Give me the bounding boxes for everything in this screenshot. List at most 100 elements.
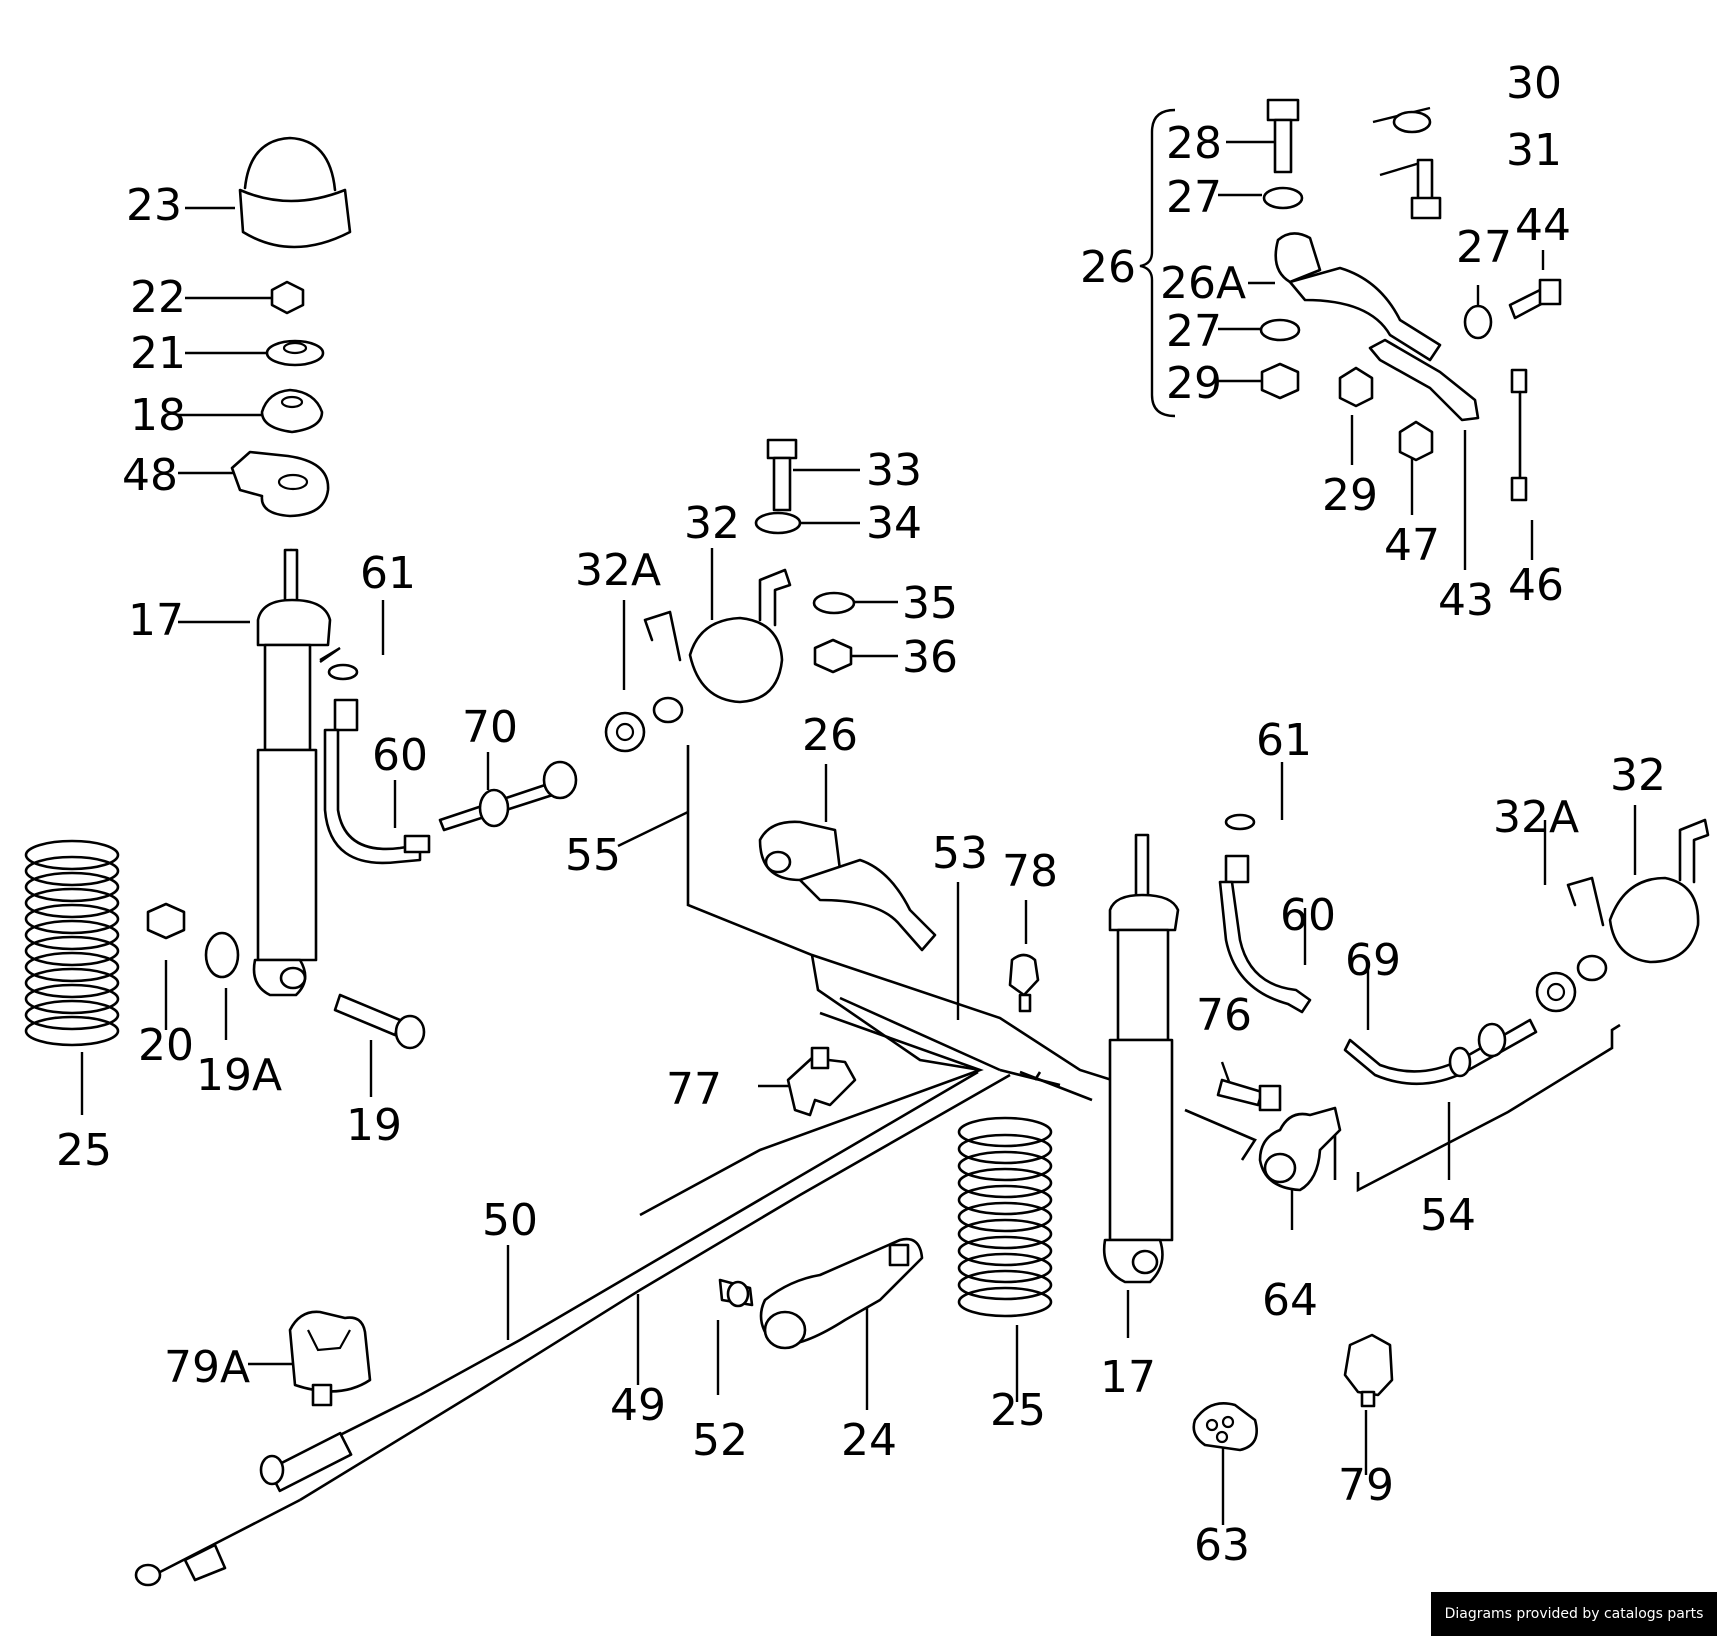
washer-19A: [204, 931, 240, 979]
spring-coil: [24, 999, 120, 1031]
callout-78: 78: [1002, 846, 1058, 897]
callout-55: 55: [565, 830, 621, 881]
callout-30: 30: [1506, 58, 1562, 109]
spring-coil: [957, 1252, 1053, 1284]
spring-coil: [24, 839, 120, 871]
callout-32-right: 32: [1610, 750, 1666, 801]
shock-absorber-left: [252, 548, 332, 997]
callout-27-a: 27: [1166, 172, 1222, 223]
callout-53: 53: [932, 828, 988, 879]
callout-29-a: 29: [1166, 358, 1222, 409]
dust-cap: [238, 136, 352, 249]
spring-coil: [957, 1184, 1053, 1216]
spring-coil: [957, 1201, 1053, 1233]
washer-34: [754, 511, 802, 535]
callout-36: 36: [902, 632, 958, 683]
shock-absorber-right: [1102, 833, 1180, 1284]
washer-35: [812, 591, 856, 615]
coil-spring-25-left: [24, 839, 120, 1047]
callout-76: 76: [1196, 990, 1252, 1041]
callout-23: 23: [126, 180, 182, 231]
bolt-33: [766, 438, 798, 512]
nut-29a: [1260, 362, 1300, 400]
bolt-31: [1410, 158, 1442, 220]
callout-29-b: 29: [1322, 470, 1378, 521]
callout-28: 28: [1166, 118, 1222, 169]
washer-27a: [1262, 186, 1304, 210]
spring-coil: [24, 871, 120, 903]
spring-coil: [957, 1133, 1053, 1165]
callout-33: 33: [866, 445, 922, 496]
nut-22: [270, 280, 305, 315]
callout-43: 43: [1438, 575, 1494, 626]
washer-27c: [1463, 304, 1493, 340]
spring-coil: [24, 919, 120, 951]
group-bracket: [1139, 108, 1176, 418]
bolt-28: [1266, 98, 1300, 174]
handbrake-cable-ends: [134, 1431, 353, 1587]
callout-50: 50: [482, 1195, 538, 1246]
spring-coil: [24, 903, 120, 935]
brake-regulator-32-left: [643, 568, 792, 724]
callout-61-left: 61: [360, 548, 416, 599]
callout-77: 77: [666, 1064, 722, 1115]
clip-78: [1008, 953, 1040, 1013]
callout-27-c: 27: [1456, 222, 1512, 273]
strut-mount-48: [230, 450, 330, 518]
callout-20: 20: [138, 1020, 194, 1071]
spring-coil: [24, 967, 120, 999]
link-46: [1510, 368, 1528, 502]
spring-coil: [957, 1218, 1053, 1250]
callout-48: 48: [122, 450, 178, 501]
callout-54: 54: [1420, 1190, 1476, 1241]
callout-69: 69: [1345, 935, 1401, 986]
clip-79: [1343, 1333, 1394, 1408]
spring-coil: [24, 1015, 120, 1047]
callout-18: 18: [130, 390, 186, 441]
callout-60-left: 60: [372, 730, 428, 781]
callout-26A: 26A: [1160, 258, 1246, 309]
callout-27-b: 27: [1166, 306, 1222, 357]
spring-coil: [957, 1235, 1053, 1267]
callout-79: 79: [1338, 1460, 1394, 1511]
bracket-26-center: [758, 820, 937, 952]
washer-21: [265, 339, 325, 367]
spring-coil: [24, 951, 120, 983]
callout-34: 34: [866, 498, 922, 549]
bracket-43: [1368, 338, 1480, 422]
callout-17-right: 17: [1100, 1352, 1156, 1403]
callout-19: 19: [346, 1100, 402, 1151]
callout-64: 64: [1262, 1275, 1318, 1326]
callout-46: 46: [1508, 560, 1564, 611]
coil-spring-25-right: [957, 1116, 1053, 1318]
brake-line-69: [1343, 1018, 1538, 1086]
callout-26: 26: [1080, 242, 1136, 293]
washer-27b: [1259, 318, 1301, 342]
circlip-32A-right: [1535, 971, 1577, 1013]
spring-coil: [24, 855, 120, 887]
callout-52: 52: [692, 1415, 748, 1466]
nut-20: [146, 902, 186, 940]
spring-coil: [957, 1167, 1053, 1199]
callout-31: 31: [1506, 125, 1562, 176]
actuator-24: [759, 1237, 924, 1350]
spring-coil: [957, 1116, 1053, 1148]
circlip-32A-left: [604, 711, 646, 753]
callout-61-right: 61: [1256, 715, 1312, 766]
callout-79A: 79A: [164, 1342, 250, 1393]
brake-hose-60-left: [323, 698, 431, 865]
callout-47: 47: [1384, 520, 1440, 571]
nut-36: [813, 638, 853, 674]
callout-labels: 23 22 21 18 48 17 61 60 70 32A 32 33 34 …: [56, 58, 1666, 1571]
leader-lines: [80, 106, 1637, 1525]
callout-25-left: 25: [56, 1125, 112, 1176]
callout-49: 49: [610, 1380, 666, 1431]
clip-79A: [288, 1310, 372, 1407]
spring-coil: [957, 1150, 1053, 1182]
spring-coil: [957, 1269, 1053, 1301]
callout-70: 70: [462, 702, 518, 753]
washer-61-right: [1224, 813, 1256, 831]
rubber-mount-18: [260, 388, 324, 434]
spring-coil: [24, 887, 120, 919]
